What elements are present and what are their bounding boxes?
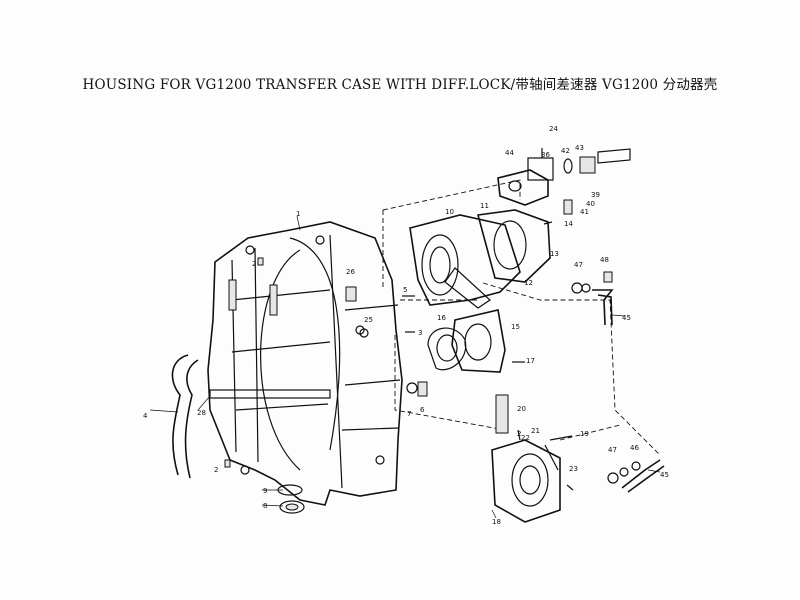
label-part-45-upper: 45 [622,314,631,322]
label-part-2c: 2 [517,430,521,438]
label-part-48: 48 [600,256,609,264]
part-4-hose [171,354,199,479]
part-number-labels: 1 2 2 2 3 4 5 6 7 8 9 10 11 12 13 14 15 … [143,125,669,526]
label-part-21: 21 [531,427,540,435]
part-45-pipe-upper [571,271,614,326]
label-part-23: 23 [569,465,578,473]
label-part-47-upper: 47 [574,261,583,269]
label-part-3: 3 [418,329,422,337]
part-18-rear-housing [491,439,561,523]
label-part-2a: 2 [252,260,256,268]
upper-shift-assembly [497,148,631,215]
label-part-10: 10 [445,208,454,216]
label-part-9: 9 [263,487,267,495]
label-part-7: 7 [407,410,411,418]
label-part-44: 44 [505,149,514,157]
label-part-16: 16 [437,314,446,322]
label-part-47-lower: 47 [608,446,617,454]
label-part-15: 15 [511,323,520,331]
part-28-shaft [209,389,331,399]
label-part-19: 19 [580,430,589,438]
label-part-8: 8 [263,502,267,510]
label-part-39: 39 [591,191,600,199]
label-part-26: 26 [346,268,355,276]
main-housing [207,221,403,506]
small-bolts [224,221,574,491]
label-part-41: 41 [580,208,589,216]
leader-lines [149,215,661,519]
label-part-1: 1 [296,210,300,218]
part-26-plug [345,286,369,338]
part-15-cover [451,309,506,373]
label-part-22: 22 [521,434,530,442]
label-part-24: 24 [549,125,558,133]
label-part-11: 11 [480,202,489,210]
part-45-pipe-lower [607,459,665,493]
diagram-title: HOUSING FOR VG1200 TRANSFER CASE WITH DI… [82,77,718,93]
label-part-42: 42 [561,147,570,155]
label-part-20: 20 [517,405,526,413]
label-part-45-lower: 45 [660,471,669,479]
part-10-11-cover [409,209,551,309]
label-part-28: 28 [197,409,206,417]
part-9-8-seal [277,484,305,514]
label-part-40: 40 [586,200,595,208]
label-part-17: 17 [526,357,535,365]
label-part-5: 5 [403,286,407,294]
label-part-6: 6 [420,406,425,414]
label-part-2b: 2 [214,466,218,474]
label-part-13: 13 [550,250,559,258]
label-part-18: 18 [492,518,501,526]
label-part-43: 43 [575,144,584,152]
label-part-25: 25 [364,316,373,324]
assembly-dashed-lines [382,179,661,456]
label-part-12: 12 [524,279,533,287]
label-part-14: 14 [564,220,573,228]
part-20-sleeve [495,394,509,434]
label-part-46: 46 [630,444,639,452]
label-part-36: 36 [541,151,550,159]
label-part-4: 4 [143,412,148,420]
